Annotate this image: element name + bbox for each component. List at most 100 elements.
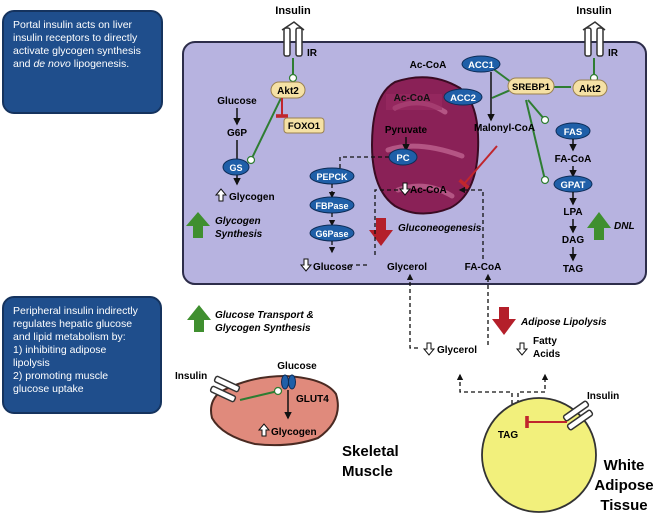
peripheral-note-line1: Peripheral insulin indirectly xyxy=(13,305,138,317)
accoa-down-icon xyxy=(398,182,412,196)
glycerol-periph-down-icon xyxy=(422,342,436,356)
gs-label: GS xyxy=(229,163,242,173)
glucose-label: Glucose xyxy=(217,96,257,107)
dag-label: DAG xyxy=(562,235,584,246)
gluconeogenesis-label: Gluconeogenesis xyxy=(398,223,482,234)
peripheral-note-line7: glucose uptake xyxy=(13,383,84,395)
acc2-label: ACC2 xyxy=(450,93,476,104)
glycogen-label: Glycogen xyxy=(229,192,275,203)
akt2-right-label: Akt2 xyxy=(579,84,601,95)
white-adipose-label-3: Tissue xyxy=(600,497,647,514)
ir-label-left: IR xyxy=(307,48,318,59)
pc-label: PC xyxy=(396,153,409,164)
acc1-enzyme xyxy=(461,55,501,73)
portal-insulin-note: Portal insulin acts on liver insulin rec… xyxy=(2,10,163,114)
peripheral-note-line5: lipolysis xyxy=(13,357,50,369)
glycerol-liver-label: Glycerol xyxy=(387,262,427,273)
facoa-label: FA-CoA xyxy=(555,154,592,165)
fas-label: FAS xyxy=(564,127,582,138)
glucose-transport-label-1: Glucose Transport & xyxy=(215,310,314,321)
akt2-right-node xyxy=(572,79,608,97)
acc1-label: ACC1 xyxy=(468,60,495,71)
dnl-label: DNL xyxy=(614,221,635,232)
pepck-label: PEPCK xyxy=(316,172,348,182)
skeletal-muscle-label-2: Muscle xyxy=(342,463,393,480)
portal-note-line4-post: lipogenesis. xyxy=(70,58,130,70)
g6pase-label: G6Pase xyxy=(315,229,348,239)
portal-note-line2: insulin receptors to directly xyxy=(13,32,138,44)
insulin-label-right: Insulin xyxy=(576,5,612,17)
insulin-muscle-label: Insulin xyxy=(175,371,207,382)
portal-note-line4-pre: and xyxy=(13,58,34,70)
peripheral-insulin-note: Peripheral insulin indirectly regulates … xyxy=(2,296,162,414)
lpa-label: LPA xyxy=(563,207,582,218)
white-adipose-cell xyxy=(481,397,597,513)
glucose-transport-up-icon xyxy=(187,305,211,332)
fatty-acids-label-1: Fatty xyxy=(533,336,557,347)
insulin-receptor-right xyxy=(582,21,606,57)
glycerol-to-liver-dashed xyxy=(406,273,418,349)
glycogen-synthesis-label-1: Glycogen xyxy=(215,216,261,227)
insulin-receptor-muscle xyxy=(209,375,241,403)
insulin-label-left: Insulin xyxy=(275,5,311,17)
accoa-mito-label: Ac-CoA xyxy=(394,93,431,104)
portal-note-line3: activate glycogen synthesis xyxy=(13,45,141,57)
glut4-label: GLUT4 xyxy=(296,394,329,405)
glycogen-up-arrow xyxy=(214,188,228,202)
accoa-top-label: Ac-CoA xyxy=(410,60,447,71)
muscle-activation-mark xyxy=(273,386,283,396)
glut4-left xyxy=(281,374,289,390)
glucose-out-down-icon xyxy=(299,258,313,272)
glycogen-synthesis-up-icon xyxy=(186,212,210,238)
adipose-lipolysis-label: Adipose Lipolysis xyxy=(520,317,607,328)
skeletal-muscle-label-1: Skeletal xyxy=(342,443,399,460)
white-adipose-label-2: Adipose xyxy=(594,477,653,494)
muscle-glycogen-up-icon xyxy=(257,423,271,437)
srebp1-node xyxy=(507,77,555,95)
peripheral-note-line6: 2) promoting muscle xyxy=(13,370,109,382)
akt2-left-label: Akt2 xyxy=(277,86,299,97)
facoa-to-mito-dashed xyxy=(458,186,484,259)
glycerol-periph-label: Glycerol xyxy=(437,345,477,356)
tag-liver-label: TAG xyxy=(563,264,584,275)
portal-note-line4-em: de novo xyxy=(33,58,71,70)
glycogen-synthesis-label-2: Synthesis xyxy=(215,229,263,240)
dnl-up-icon xyxy=(587,212,611,240)
white-adipose-label-1: White xyxy=(604,457,645,474)
glut4-right xyxy=(288,374,296,390)
malonyl-coa-label: Malonyl-CoA xyxy=(474,123,535,134)
fattyacids-down-icon xyxy=(515,342,529,356)
malonyl-inhibition-line xyxy=(458,145,498,190)
foxo1-node xyxy=(283,117,325,134)
insulin-adipose-label: Insulin xyxy=(587,391,619,402)
insulin-receptor-adipose xyxy=(562,400,594,431)
adipose-tag-label: TAG xyxy=(498,430,519,441)
foxo1-label: FOXO1 xyxy=(288,121,321,132)
g6p-label: G6P xyxy=(227,128,247,139)
glucose-transport-label-2: Glycogen Synthesis xyxy=(215,323,311,334)
glucose-out-label: Glucose xyxy=(313,262,353,273)
fbpase-label: FBPase xyxy=(315,201,348,211)
mito-accoa-box xyxy=(386,94,442,110)
peripheral-note-line3: and lipid metabolism by: xyxy=(13,331,126,343)
srebp1-label: SREBP1 xyxy=(512,82,551,93)
ir-label-right: IR xyxy=(608,48,619,59)
peripheral-note-line2: regulates hepatic glucose xyxy=(13,318,133,330)
pyruvate-label: Pyruvate xyxy=(385,125,428,136)
portal-note-line4: and de novo lipogenesis. xyxy=(13,58,152,71)
acc2-enzyme xyxy=(443,88,483,106)
muscle-glucose-label: Glucose xyxy=(277,361,317,372)
peripheral-note-line4: 1) inhibiting adipose xyxy=(13,344,107,356)
insulin-receptor-left xyxy=(281,21,305,57)
adipose-lipolysis-down-icon xyxy=(492,307,516,335)
tag-to-glycerol-dashed xyxy=(456,373,513,418)
portal-note-line1: Portal insulin acts on liver xyxy=(13,19,133,31)
gpat-label: GPAT xyxy=(561,180,586,191)
akt2-left-node xyxy=(270,81,306,99)
fatty-acids-label-2: Acids xyxy=(533,349,561,360)
gs-enzyme xyxy=(222,158,250,176)
gluconeogenesis-down-icon xyxy=(369,218,393,246)
muscle-glycogen-label: Glycogen xyxy=(271,427,317,438)
